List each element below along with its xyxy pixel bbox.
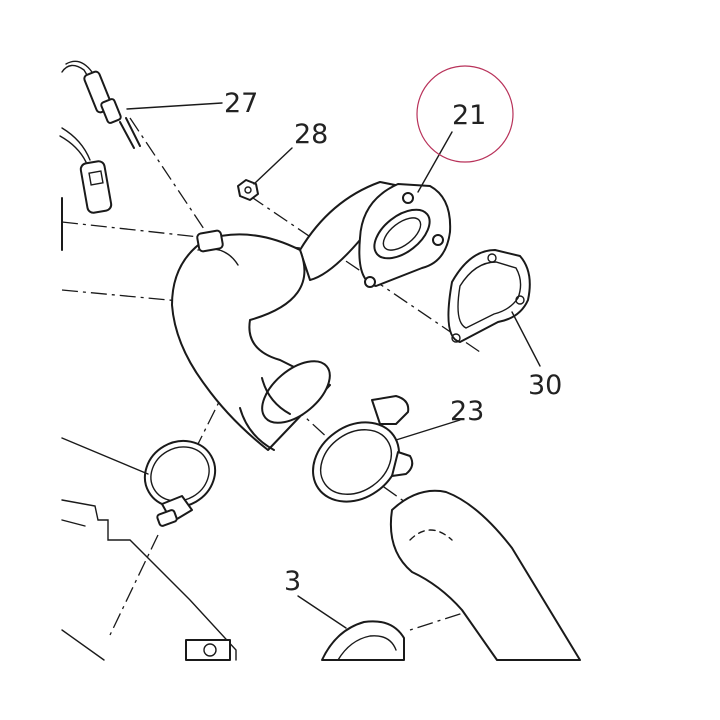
- clamp-small: [143, 439, 217, 527]
- callout-30[interactable]: 30: [528, 370, 562, 401]
- gasket: [447, 249, 531, 343]
- exhaust-flange: [358, 183, 452, 288]
- leader-lines: [61, 102, 541, 629]
- callout-labels: 27 28 21 30 23 3: [224, 88, 562, 597]
- oxygen-sensor: [59, 60, 141, 214]
- callout-21[interactable]: 21: [452, 100, 486, 131]
- clamp-3: [321, 620, 405, 661]
- clamp-23: [312, 395, 414, 503]
- lower-pipe: [389, 489, 581, 661]
- frame-section: [61, 197, 237, 661]
- callout-28[interactable]: 28: [294, 119, 328, 150]
- highlight-circle: [416, 65, 514, 163]
- callout-3[interactable]: 3: [284, 566, 301, 597]
- nut: [237, 179, 259, 201]
- callout-23[interactable]: 23: [450, 396, 484, 427]
- outlet-collar: [239, 360, 331, 451]
- callout-27[interactable]: 27: [224, 88, 258, 119]
